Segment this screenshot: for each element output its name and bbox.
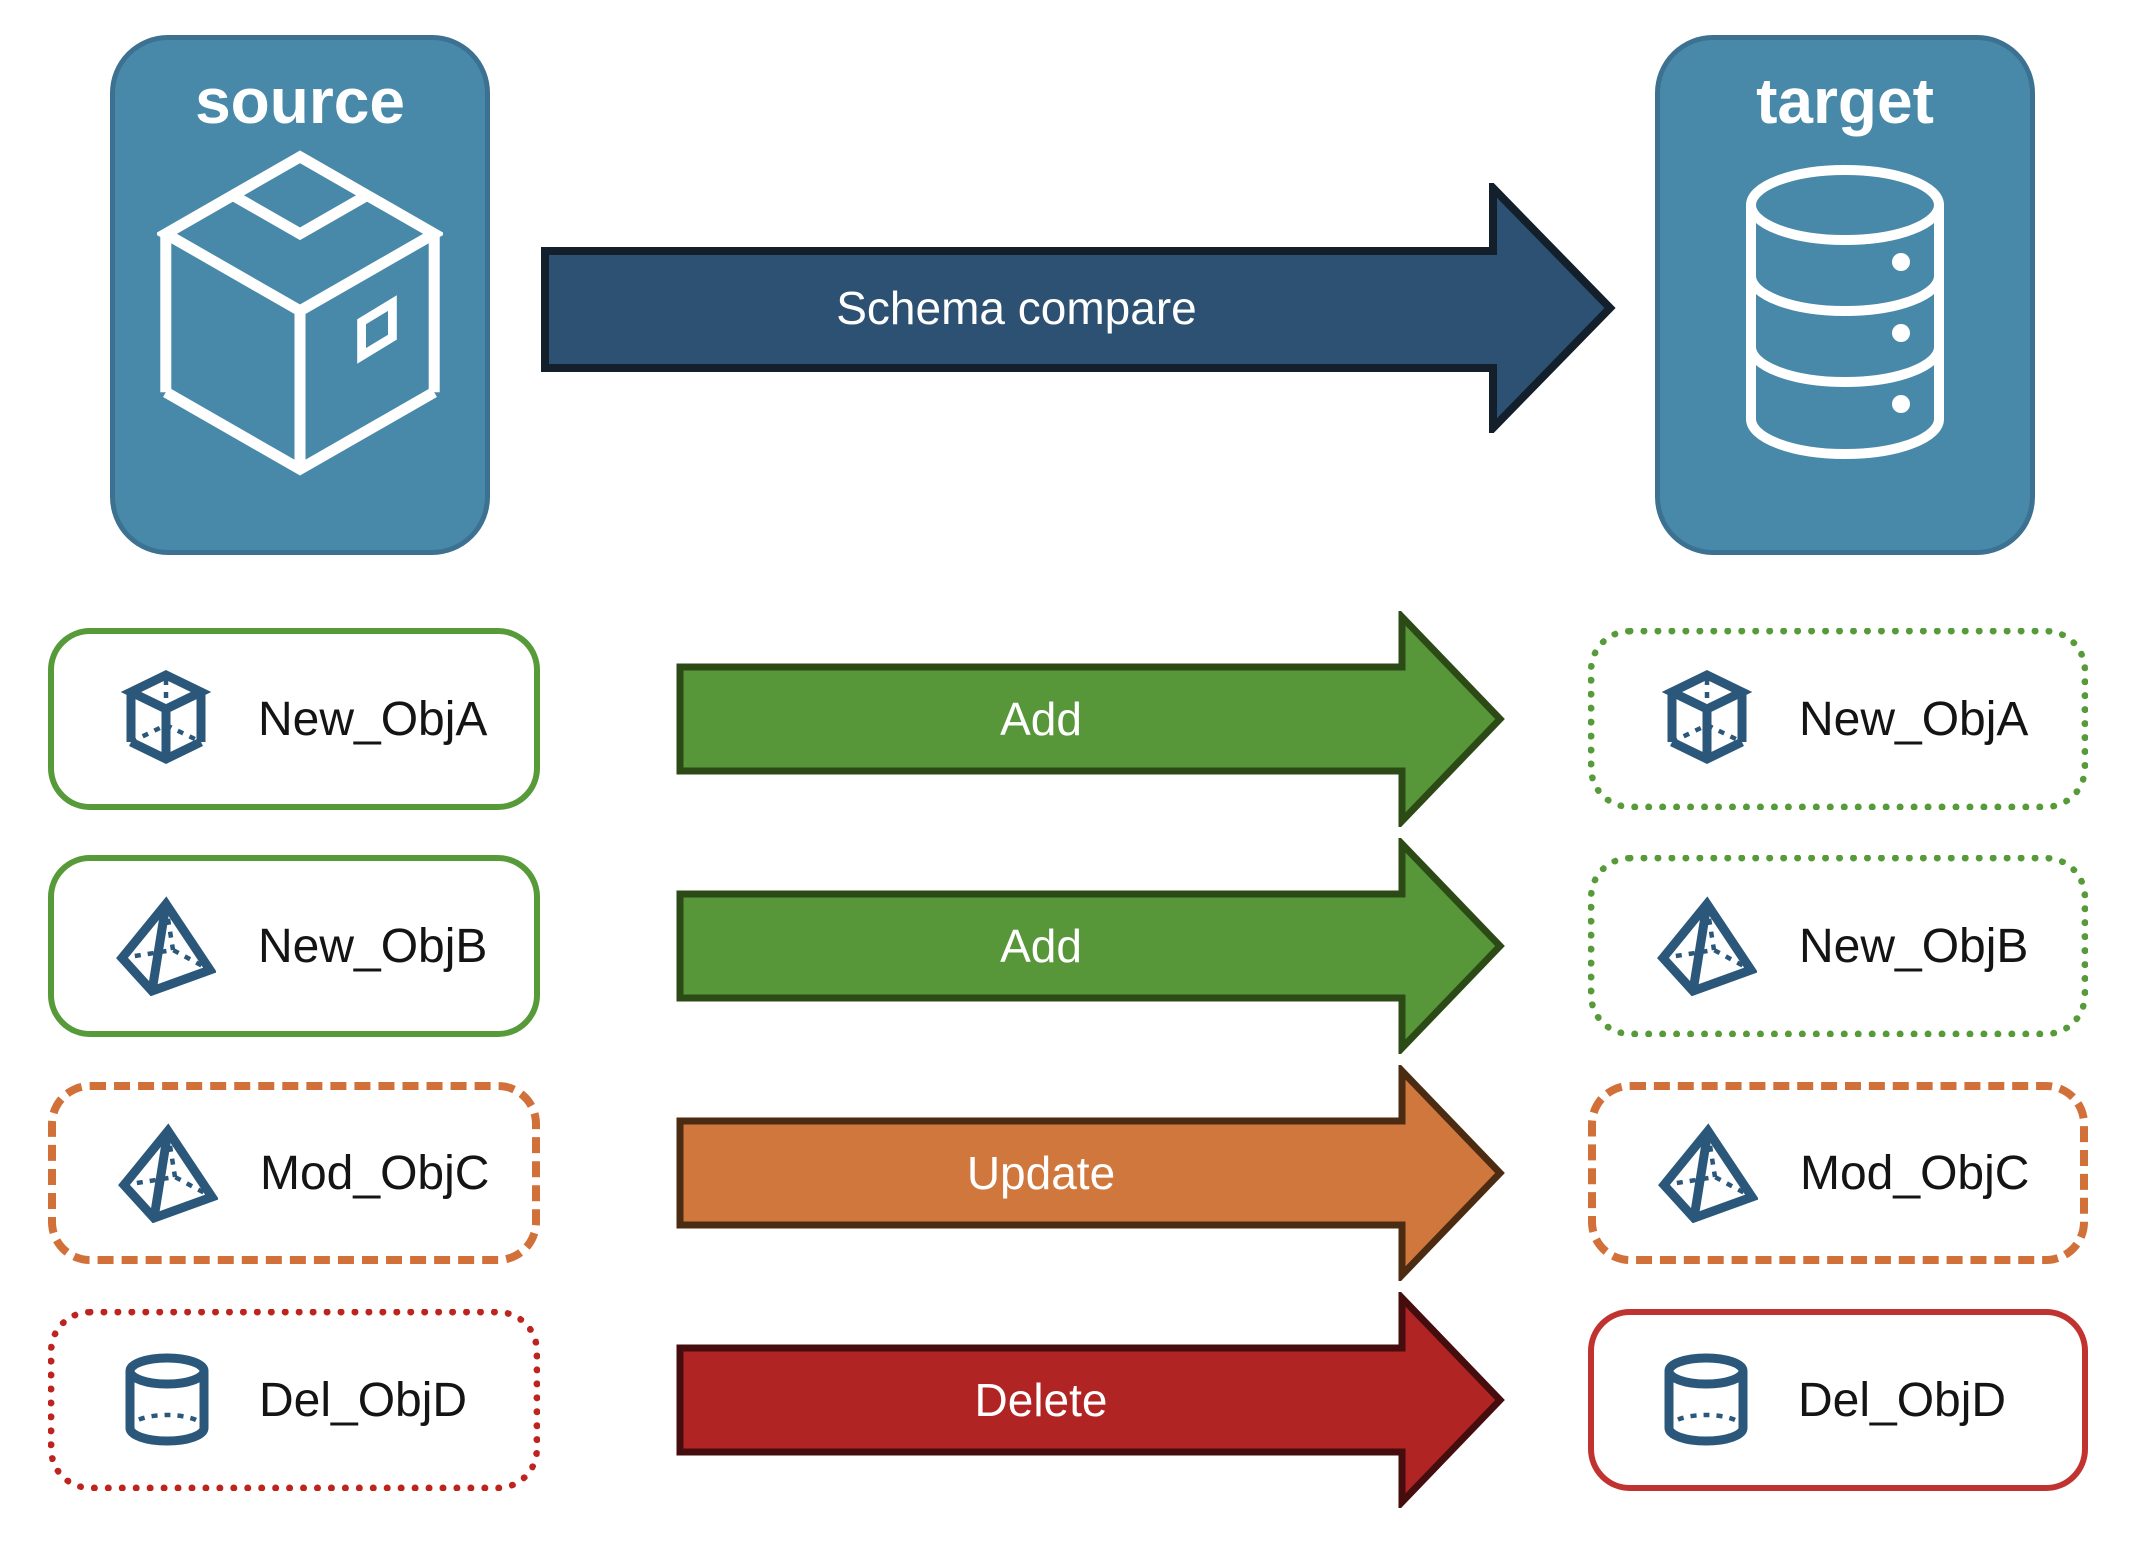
pyramid-icon [118,1123,218,1223]
update-arrow-shape [676,1062,1505,1284]
cylinder-icon [125,1353,209,1446]
object-label: New_ObjB [1799,919,2029,973]
pyramid-icon [116,896,216,996]
object-label: Del_ObjD [1798,1373,2007,1427]
source-object-new-objb: New_ObjB [48,855,540,1037]
target-object-del-objd: Del_ObjD [1588,1309,2088,1491]
schema-compare-arrow [540,178,1620,438]
package-icon [157,150,443,476]
add-arrow-2-shape [676,835,1505,1057]
object-label: New_ObjB [258,919,488,973]
delete-arrow-label: Delete [974,1374,1108,1426]
add-arrow-2-label: Add [1000,920,1082,972]
delete-arrow-shape [676,1289,1505,1511]
cube-icon [1661,669,1753,765]
update-arrow-label: Update [966,1147,1116,1199]
object-label: New_ObjA [258,692,488,746]
cube-icon [120,669,212,765]
object-label: Mod_ObjC [260,1146,490,1200]
pyramid-icon [1658,1123,1758,1223]
database-icon [1746,165,1944,459]
source-node: source [110,35,490,555]
add-arrow-1-label: Add [1000,693,1082,745]
source-label: source [195,65,405,137]
object-label: Mod_ObjC [1800,1146,2030,1200]
source-object-del-objd: Del_ObjD [48,1309,540,1491]
target-object-new-obja: New_ObjA [1588,628,2088,810]
pyramid-icon [1657,896,1757,996]
update-arrow [676,1062,1506,1284]
schema-compare-arrow-label: Schema compare [836,282,1197,334]
target-label: target [1756,65,1934,137]
cylinder-icon [1664,1353,1748,1446]
add-arrow-1 [676,608,1506,830]
source-object-mod-objc: Mod_ObjC [48,1082,540,1264]
target-object-new-objb: New_ObjB [1588,855,2088,1037]
schema-compare-arrow-shape [541,178,1616,438]
delete-arrow [676,1289,1506,1511]
add-arrow-2 [676,835,1506,1057]
object-label: Del_ObjD [259,1373,468,1427]
target-object-mod-objc: Mod_ObjC [1588,1082,2088,1264]
source-object-new-obja: New_ObjA [48,628,540,810]
add-arrow-1-shape [676,608,1505,830]
object-label: New_ObjA [1799,692,2029,746]
target-node: target [1655,35,2035,555]
